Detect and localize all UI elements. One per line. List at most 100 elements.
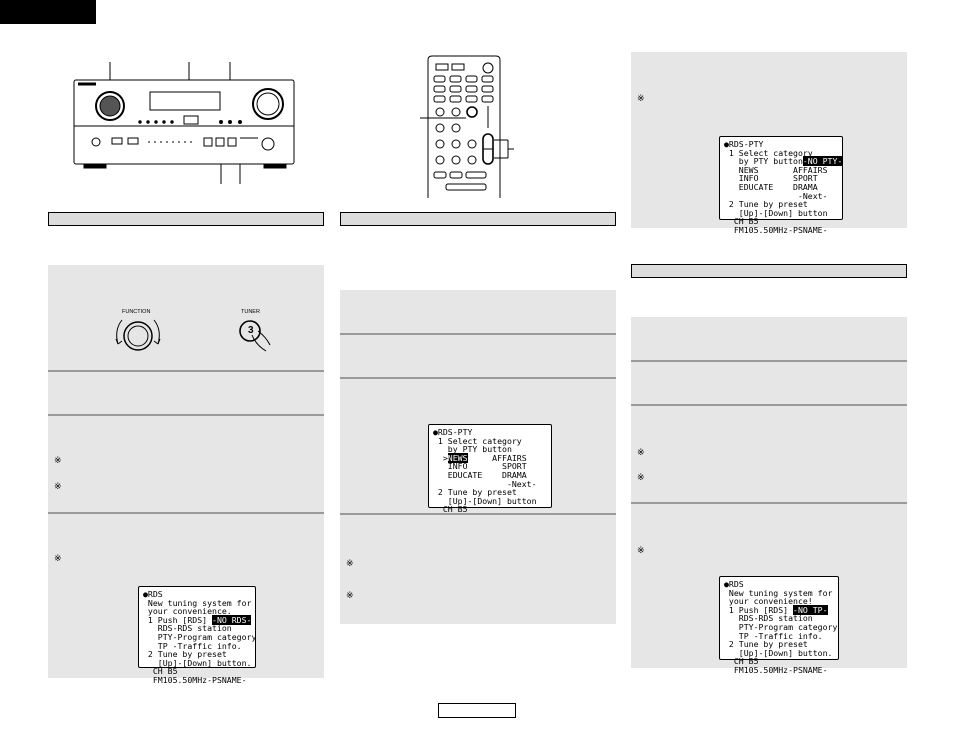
screen-line: ●RDS (724, 580, 834, 589)
note-mark: ※ (637, 448, 645, 458)
screen-text: ●RDS (143, 589, 163, 599)
divider (48, 512, 324, 514)
screen-text: TP -Traffic info. (143, 640, 242, 651)
screen-text: ●RDS (724, 579, 744, 589)
screen-line: ●RDS-PTY (433, 428, 547, 437)
note-mark: ※ (637, 94, 645, 104)
step-panel-2 (340, 335, 616, 377)
screen-line: 1 Select category (433, 435, 547, 446)
screen-line: FM105.50MHz-PSNAME- (143, 676, 251, 685)
screen-highlight: -NO PTY- (802, 156, 843, 167)
screen-line: 2 Tune by preset (724, 640, 834, 649)
pty-display-screen: ●RDS-PTY 1 Select category by PTY button… (428, 424, 552, 522)
screen-text: FM105.50MHz-PSNAME- (724, 664, 828, 675)
screen-line: INFO SPORT (433, 462, 547, 471)
screen-text: [Up]-[Down] button (433, 495, 537, 506)
screen-text: 1 Select category (724, 147, 813, 158)
screen-line: [Up]-[Down] button. (724, 648, 834, 658)
screen-line: PTY-Program category (724, 621, 838, 632)
screen-text: CH B5 (433, 504, 468, 515)
screen-text: RDS-RDS station (143, 623, 232, 634)
screen-line: EDUCATE DRAMA (433, 471, 547, 480)
divider (340, 377, 616, 379)
screen-text: INFO SPORT (724, 173, 818, 184)
note-mark: ※ (54, 456, 62, 466)
receiver-front-panel-illustration (73, 62, 295, 184)
step-panel-4: ※ ●RDS New tuning system for your conven… (631, 504, 907, 674)
step-panel-3: ※ ※ (631, 406, 907, 502)
tp-display-screen: ●RDS New tuning system for your convenie… (719, 576, 839, 674)
note-mark: ※ (637, 473, 645, 483)
rds-display-screen: ●RDS New tuning system for your convenie… (138, 586, 257, 684)
divider (340, 513, 616, 515)
tuner-key-number: 3 (248, 325, 254, 336)
screen-text: PTY-Program category (724, 621, 838, 632)
step-panel-top: ※ ●RDS-PTY 1 Select category by PTY butt… (631, 52, 907, 234)
divider (340, 333, 616, 335)
screen-line: RDS-RDS station (143, 624, 251, 633)
screen-line: by PTY button-NO PTY- (724, 156, 843, 167)
screen-text: [Up]-[Down] button (724, 207, 828, 218)
step-panel-1 (631, 317, 907, 360)
screen-line: INFO SPORT (724, 174, 838, 183)
screen-line: TP -Traffic info. (143, 640, 251, 651)
page-number-box (438, 703, 516, 718)
divider (631, 404, 907, 406)
section-header-bar-rds (48, 212, 324, 226)
screen-line: ●RDS (143, 590, 251, 599)
pty-no-pty-display-screen: ●RDS-PTY 1 Select category by PTY button… (719, 136, 843, 234)
screen-text: CH B5 (724, 656, 759, 667)
screen-text: 1 Select category (433, 435, 522, 446)
screen-text: NEWS AFFAIRS (724, 164, 828, 175)
screen-line: 2 Tune by preset (143, 650, 251, 659)
note-mark: ※ (637, 546, 645, 556)
screen-line: your convenience. (143, 607, 251, 616)
screen-line: PTY-Program category (143, 633, 257, 642)
remote-control-illustration (420, 55, 514, 198)
screen-line: FM105.50MHz-PSNAME- (724, 226, 838, 235)
screen-line: RDS-RDS station (724, 614, 834, 623)
screen-text: AFFAIRS (467, 452, 527, 463)
screen-line: 1 Push [RDS] -NO RDS- (143, 614, 252, 625)
screen-line: -Next- (433, 478, 547, 489)
tuner-button-label: TUNER (241, 309, 260, 315)
divider (48, 370, 324, 372)
step-panel-2 (631, 362, 907, 404)
tuner-button-icon (239, 320, 271, 352)
section-header-bar-tp (631, 264, 907, 278)
screen-text: PTY-Program category (143, 631, 257, 642)
language-tab (0, 0, 96, 24)
screen-line: 2 Tune by preset (433, 488, 547, 497)
screen-text: 1 Push [RDS] (143, 614, 213, 625)
note-mark: ※ (346, 591, 354, 601)
screen-text: FM105.50MHz-PSNAME- (724, 224, 828, 235)
screen-line: EDUCATE DRAMA (724, 183, 838, 192)
screen-line: 1 Select category (724, 147, 838, 158)
screen-line: -Next- (724, 190, 838, 201)
screen-text: -Next- (433, 478, 537, 489)
screen-text: [Up]-[Down] button. (143, 657, 252, 668)
divider (48, 414, 324, 416)
screen-text: your convenience! (724, 596, 813, 607)
screen-line: [Up]-[Down] button (724, 207, 838, 218)
note-mark: ※ (54, 554, 62, 564)
screen-line: your convenience! (724, 597, 834, 606)
screen-text: New tuning system for (724, 587, 833, 598)
screen-text: by PTY button (433, 444, 512, 455)
step-panel-2 (48, 372, 324, 414)
screen-text: -Next- (724, 190, 828, 201)
screen-line: 1 Push [RDS] -NO TP- (724, 604, 834, 615)
screen-text: 2 Tune by preset (433, 487, 517, 498)
screen-text: > (433, 452, 448, 463)
screen-line: New tuning system for (724, 587, 834, 598)
screen-line: [Up]-[Down] button (433, 495, 547, 506)
step-panel-3: ●RDS-PTY 1 Select category by PTY button… (340, 379, 616, 522)
screen-text: by PTY button (724, 156, 803, 167)
screen-text: EDUCATE DRAMA (433, 469, 527, 480)
screen-text: ●RDS-PTY (433, 427, 473, 437)
screen-line: FM105.50MHz-PSNAME- (724, 666, 834, 675)
screen-text: New tuning system for (143, 597, 252, 608)
step-panel-1 (340, 290, 616, 333)
screen-highlight: NEWS (447, 452, 468, 463)
screen-text: 2 Tune by preset (143, 649, 227, 660)
